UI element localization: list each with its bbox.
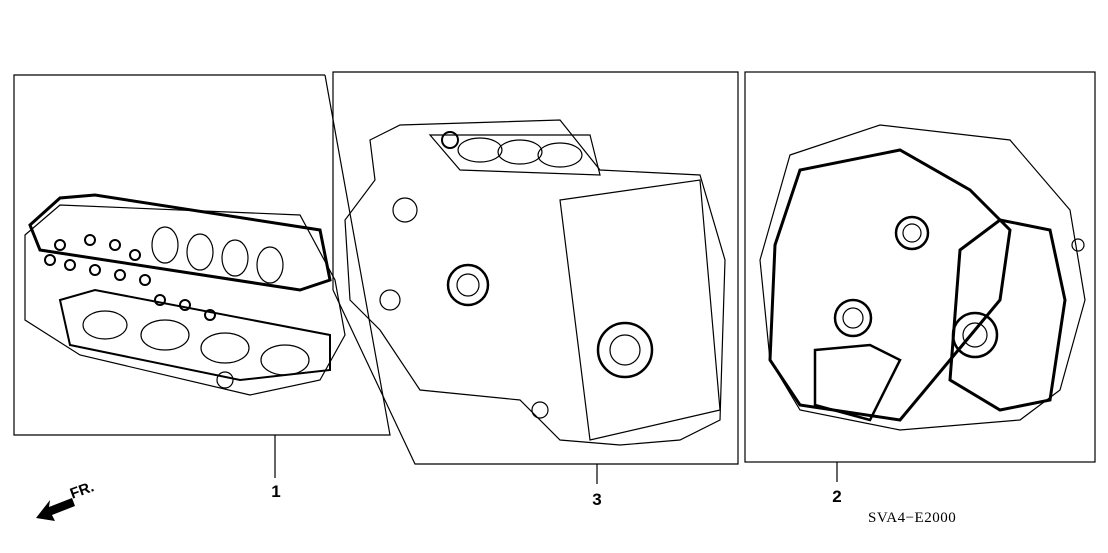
callout-part-3[interactable]: 3 bbox=[592, 490, 602, 509]
diagram-code: SVA4−E2000 bbox=[868, 510, 957, 526]
callout-part-2[interactable]: 2 bbox=[832, 487, 842, 506]
transmission-case-illustration bbox=[759, 124, 1086, 431]
front-direction-arrow-icon bbox=[36, 498, 75, 521]
callout-part-1[interactable]: 1 bbox=[271, 482, 281, 501]
engine-block-illustration bbox=[344, 119, 726, 446]
part-2-frame bbox=[744, 71, 1096, 463]
part-1-frame bbox=[13, 74, 391, 436]
part-3-frame bbox=[332, 71, 739, 465]
cylinder-head-illustration bbox=[24, 193, 346, 396]
